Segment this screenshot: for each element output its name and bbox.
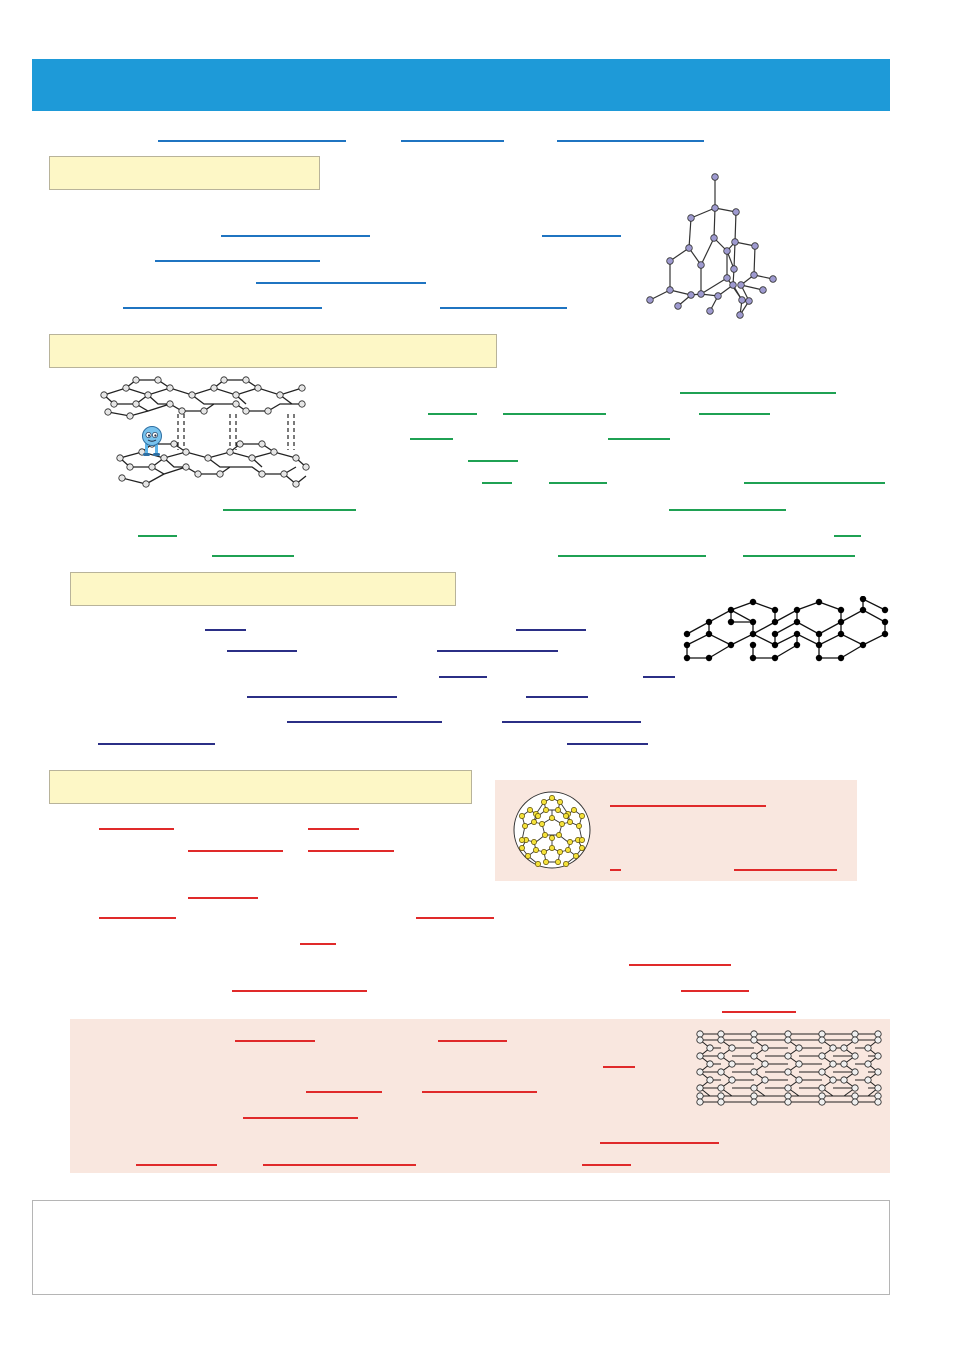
graphite-blank[interactable] (482, 482, 512, 484)
graphite-blank[interactable] (669, 509, 786, 511)
diamond-blank[interactable] (221, 235, 370, 237)
graphene-blank[interactable] (437, 650, 558, 652)
graphene-blank[interactable] (526, 696, 588, 698)
fullerene-blank[interactable] (188, 897, 258, 899)
header-bar (32, 59, 890, 111)
footer-box (32, 1200, 890, 1295)
graphene-blank[interactable] (98, 743, 215, 745)
section-heading-graphite (49, 334, 497, 368)
fullerene-blank[interactable] (232, 990, 367, 992)
nanotube-blank[interactable] (422, 1091, 537, 1093)
nanotube-blank[interactable] (306, 1091, 382, 1093)
graphite-blank[interactable] (428, 413, 477, 415)
graphite-layers-diagram (100, 376, 310, 488)
graphene-sheet-diagram (683, 596, 889, 662)
graphite-blank[interactable] (743, 555, 855, 557)
nanotube-blank[interactable] (235, 1040, 315, 1042)
fullerene-blank[interactable] (308, 828, 359, 830)
fullerene-blank[interactable] (629, 964, 731, 966)
fullerene-blank[interactable] (610, 805, 766, 807)
diamond-lattice-diagram (646, 173, 777, 319)
graphene-blank[interactable] (643, 676, 675, 678)
intro-blank[interactable] (158, 140, 346, 142)
section-heading-graphene (70, 572, 456, 606)
graphene-blank[interactable] (247, 696, 397, 698)
graphene-blank[interactable] (516, 629, 586, 631)
nanotube-blank[interactable] (438, 1040, 507, 1042)
graphene-blank[interactable] (287, 721, 442, 723)
graphite-blank[interactable] (223, 509, 356, 511)
graphite-blank[interactable] (549, 482, 607, 484)
graphene-blank[interactable] (227, 650, 297, 652)
fullerene-blank[interactable] (681, 990, 749, 992)
fullerene-blank[interactable] (722, 1011, 796, 1013)
intro-blank[interactable] (557, 140, 704, 142)
graphite-blank[interactable] (468, 460, 518, 462)
nanotube-blank[interactable] (600, 1142, 719, 1144)
section-heading-diamond (49, 156, 320, 190)
diamond-blank[interactable] (123, 307, 322, 309)
graphite-blank[interactable] (834, 535, 861, 537)
nanotube-blank[interactable] (263, 1164, 416, 1166)
nanotube-diagram (696, 1030, 882, 1106)
section-heading-fullerenes (49, 770, 472, 804)
intro-blank[interactable] (401, 140, 504, 142)
nanotube-blank[interactable] (243, 1117, 358, 1119)
fullerene-blank[interactable] (300, 943, 336, 945)
nanotube-blank[interactable] (136, 1164, 217, 1166)
fullerene-blank[interactable] (416, 917, 494, 919)
nanotube-blank[interactable] (603, 1066, 635, 1068)
fullerene-blank[interactable] (99, 917, 176, 919)
diamond-blank[interactable] (155, 260, 320, 262)
graphite-blank[interactable] (608, 438, 670, 440)
electron-mascot-icon (142, 426, 162, 456)
graphite-blank[interactable] (680, 392, 836, 394)
c60-ball-diagram (513, 791, 591, 869)
diamond-blank[interactable] (440, 307, 567, 309)
graphite-blank[interactable] (410, 438, 453, 440)
graphite-blank[interactable] (558, 555, 706, 557)
graphene-blank[interactable] (439, 676, 487, 678)
fullerene-blank[interactable] (734, 869, 837, 871)
graphite-blank[interactable] (744, 482, 885, 484)
graphene-blank[interactable] (205, 629, 246, 631)
graphene-blank[interactable] (567, 743, 648, 745)
fullerene-blank[interactable] (99, 828, 174, 830)
diamond-blank[interactable] (256, 282, 426, 284)
graphite-blank[interactable] (212, 555, 294, 557)
fullerene-blank[interactable] (188, 850, 283, 852)
nanotube-blank[interactable] (582, 1164, 631, 1166)
fullerene-blank[interactable] (308, 850, 394, 852)
graphite-blank[interactable] (699, 413, 770, 415)
fullerene-blank[interactable] (610, 869, 621, 871)
diamond-blank[interactable] (542, 235, 621, 237)
graphite-blank[interactable] (503, 413, 606, 415)
graphite-blank[interactable] (138, 535, 177, 537)
graphene-blank[interactable] (502, 721, 641, 723)
